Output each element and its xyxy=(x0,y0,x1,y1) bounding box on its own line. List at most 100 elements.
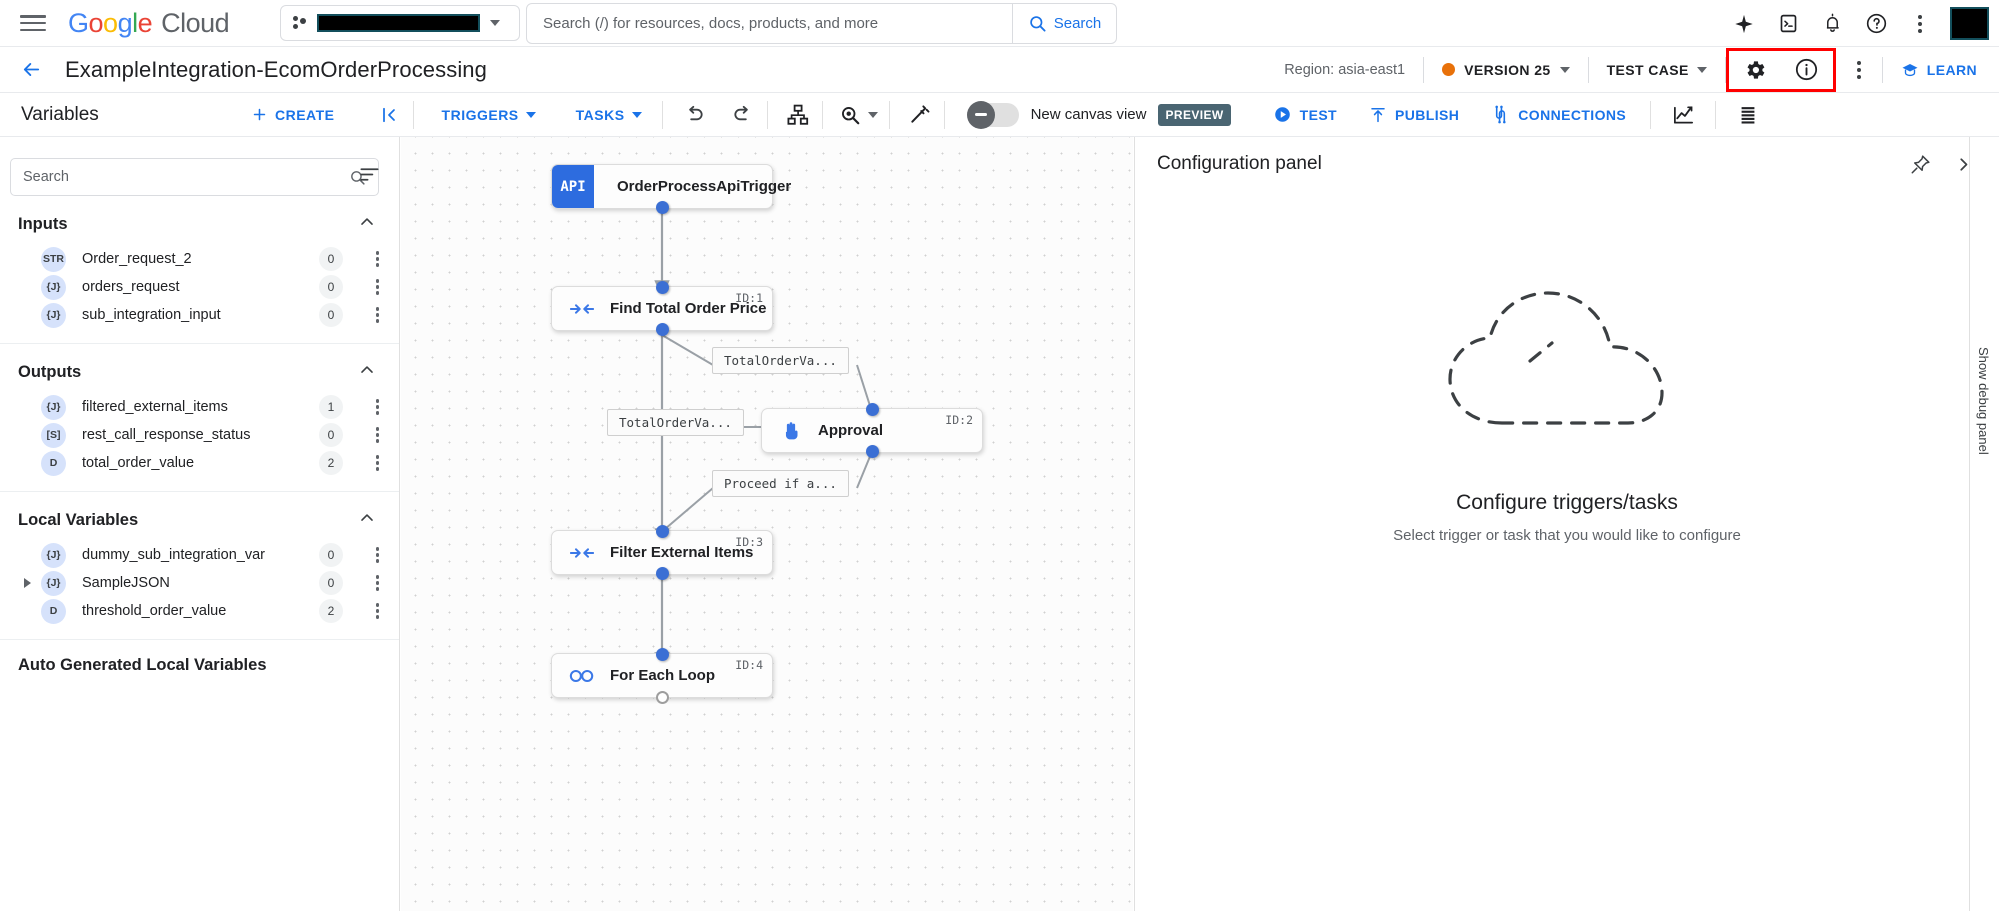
divider xyxy=(821,100,823,129)
test-case-selector[interactable]: TEST CASE xyxy=(1589,48,1725,92)
search-button[interactable]: Search xyxy=(1012,4,1116,43)
overflow-menu-kebab-icon[interactable] xyxy=(1836,48,1882,92)
integration-canvas[interactable]: API OrderProcessApiTrigger Find Total Or… xyxy=(401,137,1133,911)
empty-state-caption: Configure triggers/tasks xyxy=(1456,491,1678,514)
node-output-port[interactable] xyxy=(866,445,879,458)
settings-gear-icon[interactable] xyxy=(1729,51,1781,89)
expand-toggle xyxy=(18,458,36,468)
edge-label[interactable]: TotalOrderVa... xyxy=(607,409,744,436)
variable-menu-kebab-icon[interactable] xyxy=(375,547,379,563)
avatar[interactable] xyxy=(1950,7,1989,40)
main-menu-icon[interactable] xyxy=(18,12,48,34)
expand-toggle[interactable] xyxy=(18,578,36,588)
expand-toggle xyxy=(18,282,36,292)
connections-button[interactable]: CONNECTIONS xyxy=(1475,94,1642,136)
logs-button[interactable] xyxy=(1724,94,1772,136)
zoom-menu-button[interactable] xyxy=(829,94,889,136)
help-icon[interactable] xyxy=(1856,4,1896,44)
divider xyxy=(661,100,663,129)
variable-menu-kebab-icon[interactable] xyxy=(375,307,379,323)
node-for-each-loop[interactable]: For Each Loop ID:4 xyxy=(551,648,773,704)
logs-icon xyxy=(1741,106,1755,124)
node-output-port[interactable] xyxy=(656,691,669,704)
node-filter-external-items[interactable]: Filter External Items ID:3 xyxy=(551,525,773,580)
edge-label[interactable]: Proceed if a... xyxy=(712,470,849,497)
variable-menu-kebab-icon[interactable] xyxy=(375,399,379,415)
variables-search-input[interactable] xyxy=(23,169,349,185)
node-input-port[interactable] xyxy=(866,403,879,416)
chevron-down-icon xyxy=(490,20,501,26)
cloud-shell-icon[interactable] xyxy=(1768,4,1808,44)
variable-menu-kebab-icon[interactable] xyxy=(375,279,379,295)
variable-usage-count: 1 xyxy=(319,395,343,419)
node-api-trigger[interactable]: API OrderProcessApiTrigger xyxy=(551,164,791,214)
chevron-up-icon[interactable] xyxy=(357,212,377,237)
variable-type-badge: {J} xyxy=(41,394,66,420)
redo-button[interactable] xyxy=(719,94,767,136)
undo-button[interactable] xyxy=(671,94,719,136)
chevron-up-icon[interactable] xyxy=(357,360,377,385)
variables-group-header[interactable]: Outputs xyxy=(0,344,399,393)
publish-button[interactable]: PUBLISH xyxy=(1353,94,1475,136)
show-debug-panel-rail[interactable]: Show debug panel xyxy=(1969,137,1999,911)
auto-layout-button[interactable] xyxy=(774,94,822,136)
collapse-sidebar-button[interactable] xyxy=(365,95,413,135)
node-output-port[interactable] xyxy=(656,201,669,214)
variables-group-header[interactable]: Inputs xyxy=(0,196,399,245)
back-button[interactable] xyxy=(14,53,48,87)
variable-menu-kebab-icon[interactable] xyxy=(375,603,379,619)
node-label: Filter External Items xyxy=(610,544,754,561)
node-approval[interactable]: Approval ID:2 xyxy=(761,403,983,458)
version-selector[interactable]: VERSION 25 xyxy=(1424,48,1587,92)
canvas-edges xyxy=(654,209,872,670)
editor-toolbar: Variables CREATE TRIGGERS TASKS xyxy=(0,93,1999,137)
variable-menu-kebab-icon[interactable] xyxy=(375,575,379,591)
sort-filter-icon[interactable] xyxy=(358,163,381,191)
node-output-port[interactable] xyxy=(656,323,669,336)
variables-search[interactable] xyxy=(10,158,379,196)
node-input-port[interactable] xyxy=(656,525,669,538)
node-find-total-order-price[interactable]: Find Total Order Price ID:1 xyxy=(551,281,773,336)
node-input-port[interactable] xyxy=(656,648,669,661)
triggers-menu[interactable]: TRIGGERS xyxy=(422,94,556,136)
node-input-port[interactable] xyxy=(656,281,669,294)
variable-menu-kebab-icon[interactable] xyxy=(375,427,379,443)
magic-wand-button[interactable] xyxy=(896,94,944,136)
play-circle-icon xyxy=(1274,107,1290,122)
api-icon: API xyxy=(552,165,594,208)
test-button[interactable]: TEST xyxy=(1257,94,1353,136)
gemini-sparkle-icon[interactable] xyxy=(1724,4,1764,44)
analytics-button[interactable] xyxy=(1659,94,1707,136)
node-output-port[interactable] xyxy=(656,567,669,580)
new-canvas-toggle[interactable] xyxy=(966,100,1019,129)
info-circle-icon[interactable] xyxy=(1781,51,1833,89)
chevron-up-icon[interactable] xyxy=(357,508,377,533)
notifications-bell-icon[interactable] xyxy=(1812,4,1852,44)
variables-group-header[interactable]: Local Variables xyxy=(0,492,399,541)
global-search[interactable]: Search xyxy=(526,3,1117,44)
variables-group-header[interactable]: Auto Generated Local Variables xyxy=(0,640,399,683)
project-picker[interactable] xyxy=(280,5,521,41)
edge-label[interactable]: TotalOrderVa... xyxy=(712,347,849,374)
more-options-kebab-icon[interactable] xyxy=(1900,4,1940,44)
variable-menu-kebab-icon[interactable] xyxy=(375,455,379,471)
variable-menu-kebab-icon[interactable] xyxy=(375,251,379,267)
publish-upload-icon xyxy=(1371,107,1385,122)
tasks-menu[interactable]: TASKS xyxy=(556,94,662,136)
search-input[interactable] xyxy=(527,15,1012,32)
learn-button[interactable]: LEARN xyxy=(1883,48,1999,92)
create-variable-button[interactable]: CREATE xyxy=(251,106,335,123)
pin-icon[interactable] xyxy=(1897,142,1943,186)
